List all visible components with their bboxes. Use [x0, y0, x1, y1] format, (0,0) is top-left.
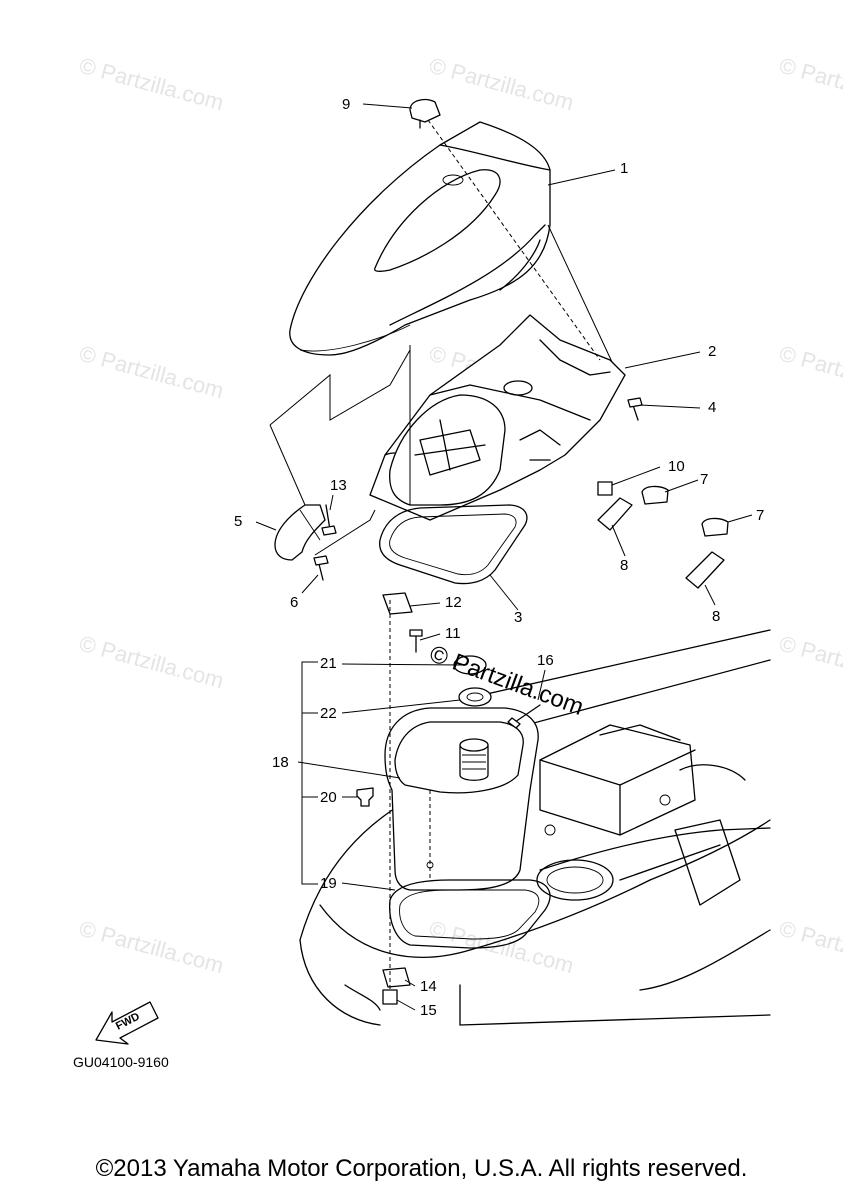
diagram-code: GU04100-9160 — [73, 1054, 169, 1070]
callout-22: 22 — [320, 705, 337, 722]
callout-5: 5 — [234, 513, 242, 530]
assembly-lines — [269, 119, 613, 990]
part-22-grommet-hole — [466, 692, 484, 702]
callout-13: 13 — [330, 477, 347, 494]
callout-10: 10 — [668, 458, 685, 475]
callout-8: 8 — [620, 557, 628, 574]
callout-3: 3 — [514, 609, 522, 626]
callout-14: 14 — [420, 978, 437, 995]
callout-21: 21 — [320, 655, 337, 672]
watermark: © Partzilla.com — [77, 916, 227, 979]
callout-7b: 7 — [756, 507, 764, 524]
callout-9: 9 — [342, 96, 350, 113]
fasteners — [313, 99, 729, 1005]
watermark: © Partzilla.com — [777, 631, 843, 694]
copyright-text: ©2013 Yamaha Motor Corporation, U.S.A. A… — [95, 1155, 748, 1182]
part-1-hood-cover — [289, 121, 551, 356]
callout-16: 16 — [537, 652, 554, 669]
callout-2: 2 — [708, 343, 716, 360]
callout-15: 15 — [420, 1002, 437, 1019]
watermark: © Partzilla.com — [777, 53, 843, 116]
callout-19: 19 — [320, 875, 337, 892]
callout-11: 11 — [445, 625, 461, 642]
callout-6: 6 — [290, 594, 298, 611]
hatch-lid — [389, 394, 506, 506]
callout-labels: 9 1 2 4 10 7 7 8 8 13 5 6 3 12 11 16 21 … — [234, 96, 764, 1019]
part-3-gasket — [379, 504, 528, 585]
watermark: © Partzilla.com — [77, 53, 227, 116]
callout-8b: 8 — [712, 608, 720, 625]
watermark: © Partzilla.com — [77, 631, 227, 694]
watermark: © Partzilla.com — [427, 53, 577, 116]
callout-12: 12 — [445, 594, 462, 611]
leader-lines — [255, 103, 753, 1011]
watermark: © Partzilla.com — [777, 341, 843, 404]
callout-7: 7 — [700, 471, 708, 488]
watermark: © Partzilla.com — [777, 916, 843, 979]
callout-1: 1 — [620, 160, 628, 177]
hull-deck — [299, 629, 771, 1026]
part-5-latch — [274, 504, 326, 561]
part-22-grommet — [458, 687, 492, 707]
callout-18: 18 — [272, 754, 289, 771]
watermark: © Partzilla.com — [77, 341, 227, 404]
fwd-arrow-icon: FWD — [95, 1001, 159, 1045]
part-19-bucket-gasket — [389, 879, 551, 949]
callout-20: 20 — [320, 789, 337, 806]
part-18-storage-bucket — [384, 707, 539, 891]
callout-4: 4 — [708, 399, 716, 416]
